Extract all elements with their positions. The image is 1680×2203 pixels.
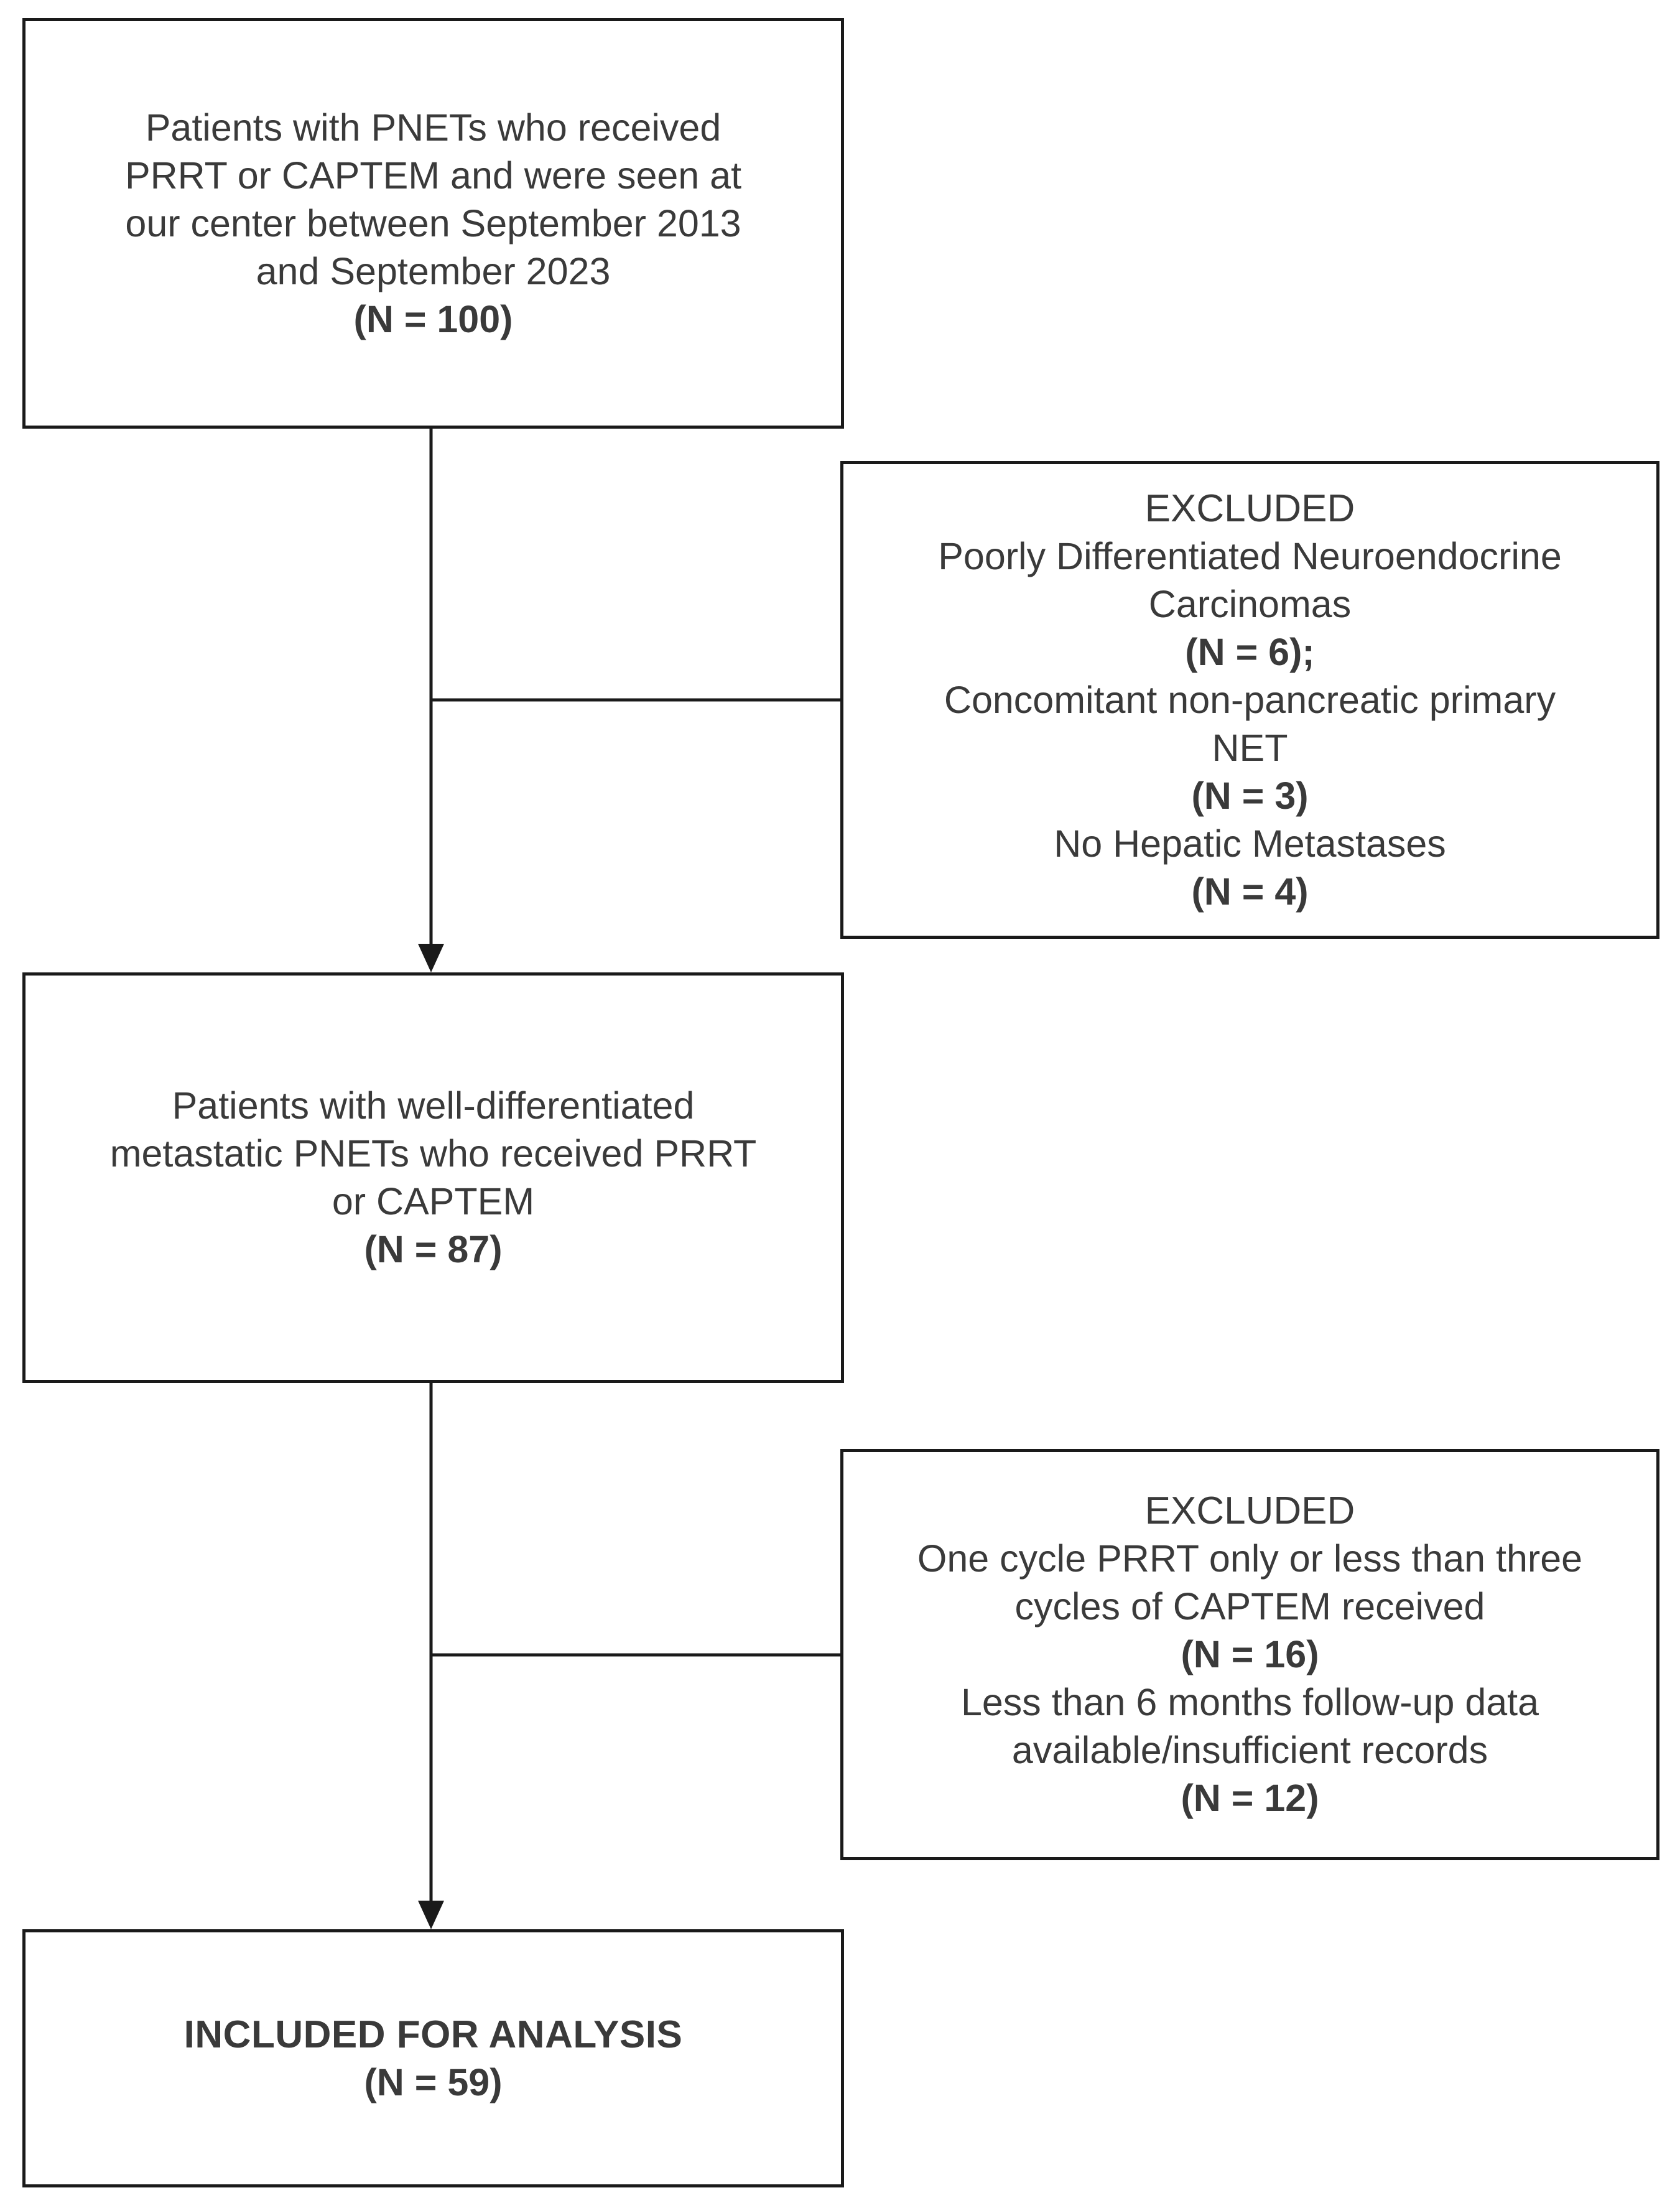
box-text-line: metastatic PNETs who received PRRT xyxy=(109,1132,757,1175)
box-initial-cohort: Patients with PNETs who received PRRT or… xyxy=(22,18,844,429)
box-eligible-cohort: Patients with well-differentiated metast… xyxy=(22,972,844,1383)
count-label: (N = 59) xyxy=(364,2061,503,2103)
exclusion-reason: cycles of CAPTEM received xyxy=(1014,1585,1485,1628)
excluded-heading: EXCLUDED xyxy=(1144,1489,1355,1532)
box-text-line: and September 2023 xyxy=(256,249,611,292)
box-text-line: PRRT or CAPTEM and were seen at xyxy=(124,154,742,197)
exclusion-reason: Poorly Differentiated Neuroendocrine xyxy=(938,534,1562,577)
exclusion-reason: One cycle PRRT only or less than three xyxy=(917,1537,1583,1580)
count-label: (N = 100) xyxy=(353,297,513,340)
exclusion-reason: available/insufficient records xyxy=(1011,1729,1488,1771)
arrowhead-final xyxy=(418,1901,444,1929)
count-label: (N = 12) xyxy=(1181,1777,1319,1819)
exclusion-reason: Less than 6 months follow-up data xyxy=(960,1681,1539,1723)
exclusion-reason: Carcinomas xyxy=(1148,582,1352,625)
count-label: (N = 87) xyxy=(364,1228,503,1270)
box-text-line: or CAPTEM xyxy=(332,1180,535,1223)
exclusion-reason: No Hepatic Metastases xyxy=(1054,822,1446,865)
count-label: (N = 3) xyxy=(1191,774,1309,817)
box-included-for-analysis: INCLUDED FOR ANALYSIS (N = 59) xyxy=(22,1929,844,2187)
box-text-line: our center between September 2013 xyxy=(125,202,741,245)
exclusion-reason: Concomitant non-pancreatic primary xyxy=(944,678,1556,721)
count-label: (N = 4) xyxy=(1191,870,1309,913)
box-text-line: Patients with PNETs who received xyxy=(145,106,722,149)
excluded-heading: EXCLUDED xyxy=(1144,487,1355,530)
count-label: (N = 6); xyxy=(1185,630,1315,673)
exclusion-reason: NET xyxy=(1212,726,1288,769)
box-text-line: Patients with well-differentiated xyxy=(172,1084,695,1127)
box-excluded-first: EXCLUDED Poorly Differentiated Neuroendo… xyxy=(840,461,1659,939)
count-label: (N = 16) xyxy=(1181,1633,1319,1675)
arrowhead-mid xyxy=(418,944,444,972)
final-title: INCLUDED FOR ANALYSIS xyxy=(183,2013,683,2056)
box-excluded-second: EXCLUDED One cycle PRRT only or less tha… xyxy=(840,1449,1659,1860)
